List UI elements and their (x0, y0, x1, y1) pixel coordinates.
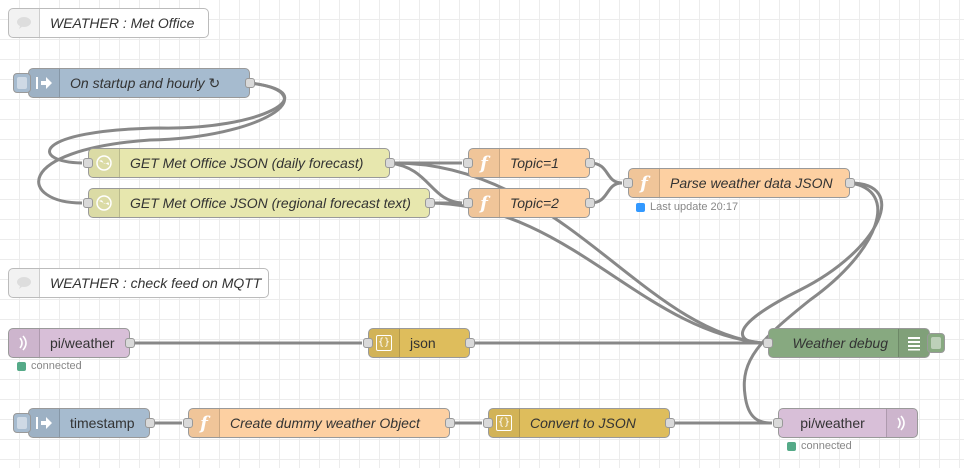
output-port[interactable] (145, 418, 155, 428)
wire-startup-regional (37, 81, 286, 205)
inject-node-startup[interactable]: On startup and hourly ↻ (13, 68, 255, 98)
mqtt-signal-icon (9, 329, 40, 357)
json-braces-icon: {} (489, 409, 520, 437)
node-label: pi/weather (800, 415, 865, 431)
input-port[interactable] (83, 158, 93, 168)
globe-icon (89, 149, 120, 177)
wire-parse-mqttout (742, 181, 880, 425)
inject-arrow-icon (29, 409, 60, 437)
http-request-node-regional[interactable]: GET Met Office JSON (regional forecast t… (83, 188, 435, 218)
node-label: pi/weather (50, 335, 115, 351)
node-status-mqtt-in: connected (17, 360, 82, 372)
comment-node-mqtt[interactable]: WEATHER : check feed on MQTT (8, 268, 269, 298)
node-label: timestamp (70, 415, 135, 431)
node-label: GET Met Office JSON (regional forecast t… (130, 195, 411, 211)
json-node-convert[interactable]: {} Convert to JSON (483, 408, 675, 438)
node-label: On startup and hourly ↻ (70, 74, 221, 91)
inject-arrow-icon (29, 69, 60, 97)
debug-node[interactable]: Weather debug (763, 328, 945, 358)
status-text: connected (31, 360, 82, 372)
function-node-topic2[interactable]: f Topic=2 (463, 188, 595, 218)
node-label: Parse weather data JSON (670, 175, 833, 191)
comment-node-met-office[interactable]: WEATHER : Met Office (8, 8, 209, 38)
status-dot (636, 202, 645, 212)
node-label: WEATHER : check feed on MQTT (50, 275, 262, 291)
comment-icon (9, 9, 40, 37)
node-label: Weather debug (792, 335, 888, 351)
output-port[interactable] (125, 338, 135, 348)
output-port[interactable] (425, 198, 435, 208)
output-port[interactable] (445, 418, 455, 428)
mqtt-signal-icon (886, 409, 917, 437)
debug-list-icon (898, 329, 929, 357)
input-port[interactable] (463, 158, 473, 168)
output-port[interactable] (465, 338, 475, 348)
mqtt-in-node[interactable]: pi/weather (8, 328, 135, 358)
input-port[interactable] (763, 338, 773, 348)
input-port[interactable] (463, 198, 473, 208)
input-port[interactable] (483, 418, 493, 428)
output-port[interactable] (845, 178, 855, 188)
status-dot (17, 361, 26, 371)
node-label: Topic=1 (510, 155, 559, 171)
wire-parse-debug (741, 181, 883, 345)
input-port[interactable] (773, 418, 783, 428)
status-dot (787, 441, 796, 451)
function-node-dummy[interactable]: f Create dummy weather Object (183, 408, 455, 438)
node-label: json (410, 335, 436, 351)
inject-trigger-button[interactable] (13, 73, 31, 93)
output-port[interactable] (585, 158, 595, 168)
json-node[interactable]: {} json (363, 328, 475, 358)
function-icon: f (469, 149, 500, 177)
node-status-parse: Last update 20:17 (636, 201, 738, 213)
inject-trigger-button[interactable] (13, 413, 31, 433)
output-port[interactable] (385, 158, 395, 168)
wire-regional-debug (429, 201, 763, 345)
status-text: Last update 20:17 (650, 201, 739, 213)
json-braces-icon: {} (369, 329, 400, 357)
output-port[interactable] (585, 198, 595, 208)
mqtt-out-node[interactable]: pi/weather (773, 408, 918, 438)
node-label: GET Met Office JSON (daily forecast) (130, 155, 364, 171)
status-text: connected (801, 440, 852, 452)
output-port[interactable] (665, 418, 675, 428)
input-port[interactable] (183, 418, 193, 428)
node-label: Topic=2 (510, 195, 559, 211)
inject-node-timestamp[interactable]: timestamp (13, 408, 155, 438)
comment-icon (9, 269, 40, 297)
input-port[interactable] (623, 178, 633, 188)
input-port[interactable] (363, 338, 373, 348)
function-node-topic1[interactable]: f Topic=1 (463, 148, 595, 178)
globe-icon (89, 189, 120, 217)
function-icon: f (469, 189, 500, 217)
function-icon: f (189, 409, 220, 437)
debug-toggle-button[interactable] (927, 333, 945, 353)
function-node-parse[interactable]: f Parse weather data JSON (623, 168, 855, 198)
node-label: Convert to JSON (530, 415, 636, 431)
function-icon: f (629, 169, 660, 197)
node-label: Create dummy weather Object (230, 415, 420, 431)
node-label: WEATHER : Met Office (50, 15, 195, 31)
http-request-node-daily[interactable]: GET Met Office JSON (daily forecast) (83, 148, 395, 178)
input-port[interactable] (83, 198, 93, 208)
node-status-mqtt-out: connected (787, 440, 852, 452)
output-port[interactable] (245, 78, 255, 88)
